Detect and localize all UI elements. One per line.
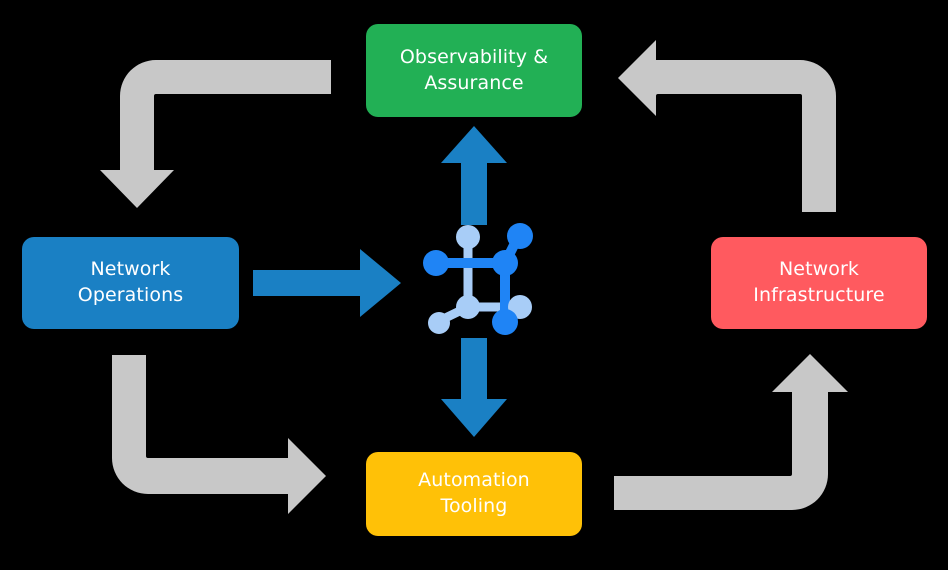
topology-light-nodes <box>428 225 532 334</box>
arrow-automation-to-infrastructure <box>614 354 848 510</box>
arrow-infrastructure-to-observability <box>618 40 836 212</box>
node-observability-assurance[interactable]: Observability & Assurance <box>366 24 582 117</box>
node-network-infrastructure[interactable]: Network Infrastructure <box>711 237 927 329</box>
arrow-observability-to-operations <box>100 60 331 208</box>
node-infrastructure-label: Network Infrastructure <box>753 258 885 306</box>
node-automation-tooling[interactable]: Automation Tooling <box>366 452 582 536</box>
node-observability-label: Observability & Assurance <box>399 45 549 94</box>
node-network-operations[interactable]: Network Operations <box>22 237 239 329</box>
topology-dark-nodes <box>423 223 533 335</box>
arrow-center-to-automation <box>441 338 507 437</box>
arrow-operations-to-center <box>253 249 401 317</box>
node-operations-label: Network Operations <box>77 258 184 306</box>
arrow-center-to-observability <box>441 126 507 225</box>
node-automation-label: Automation Tooling <box>418 469 530 517</box>
arrow-operations-to-automation <box>112 355 326 514</box>
